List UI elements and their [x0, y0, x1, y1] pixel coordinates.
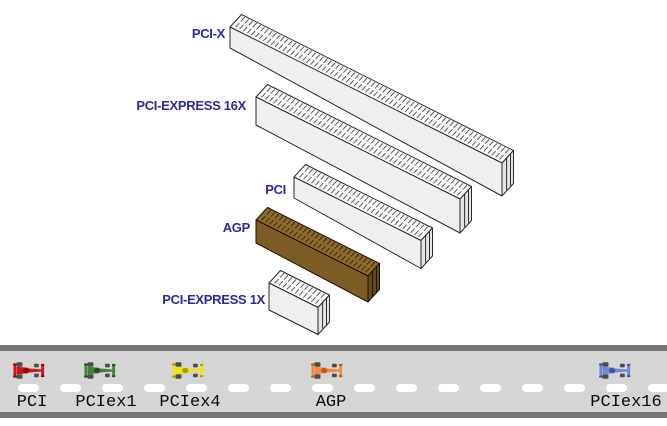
- road-dash: [522, 384, 543, 392]
- slot-pci-x: [229, 14, 514, 197]
- slot-label-pci: PCI: [265, 182, 286, 197]
- road-dash: [648, 384, 667, 392]
- road-label-agp: AGP: [315, 393, 347, 412]
- road-dash: [354, 384, 375, 392]
- slot-label-agp: AGP: [223, 220, 251, 235]
- road: PCI PCIex1 PCIex4 AGP PCIex16: [0, 345, 667, 418]
- road-label-pciex4: PCIex4: [159, 393, 221, 412]
- road-dash: [60, 384, 81, 392]
- slot-diagram: PCI-X PCI-EXPRESS 16X PCI AGP PCI-EXPRES…: [136, 14, 514, 335]
- road-dash: [18, 384, 39, 392]
- road-dash: [564, 384, 585, 392]
- slot-agp: [255, 207, 380, 303]
- road-dash: [144, 384, 165, 392]
- road-dash: [396, 384, 417, 392]
- slot-label-pci-express-1x: PCI-EXPRESS 1X: [162, 292, 265, 307]
- road-dash: [480, 384, 501, 392]
- slot-pci-express-16x: [255, 84, 472, 234]
- road-dash: [270, 384, 291, 392]
- race-car-icon-pciex4: [172, 362, 204, 379]
- race-car-icon-pciex16: [599, 362, 631, 379]
- slot-pci-express-1x: [268, 270, 330, 335]
- road-dash: [438, 384, 459, 392]
- road-dash: [186, 384, 207, 392]
- race-car-icon-pci: [13, 362, 45, 379]
- slot-label-pci-express-16x: PCI-EXPRESS 16X: [136, 98, 246, 113]
- road-surface: PCI PCIex1 PCIex4 AGP PCIex16: [0, 351, 667, 412]
- road-dash: [606, 384, 627, 392]
- road-label-pci: PCI: [16, 393, 48, 412]
- slot-pci: [293, 164, 433, 269]
- road-dash: [102, 384, 123, 392]
- slot-label-pci-x: PCI-X: [192, 26, 226, 41]
- road-label-pciex1: PCIex1: [75, 393, 137, 412]
- race-car-icon-pciex1: [84, 362, 116, 379]
- road-dash: [228, 384, 249, 392]
- race-car-icon-agp: [311, 362, 343, 379]
- slot-labels: PCI-X PCI-EXPRESS 16X PCI AGP PCI-EXPRES…: [136, 26, 286, 307]
- road-label-pciex16: PCIex16: [590, 393, 662, 412]
- slot-bars: [229, 14, 514, 335]
- road-dash: [312, 384, 333, 392]
